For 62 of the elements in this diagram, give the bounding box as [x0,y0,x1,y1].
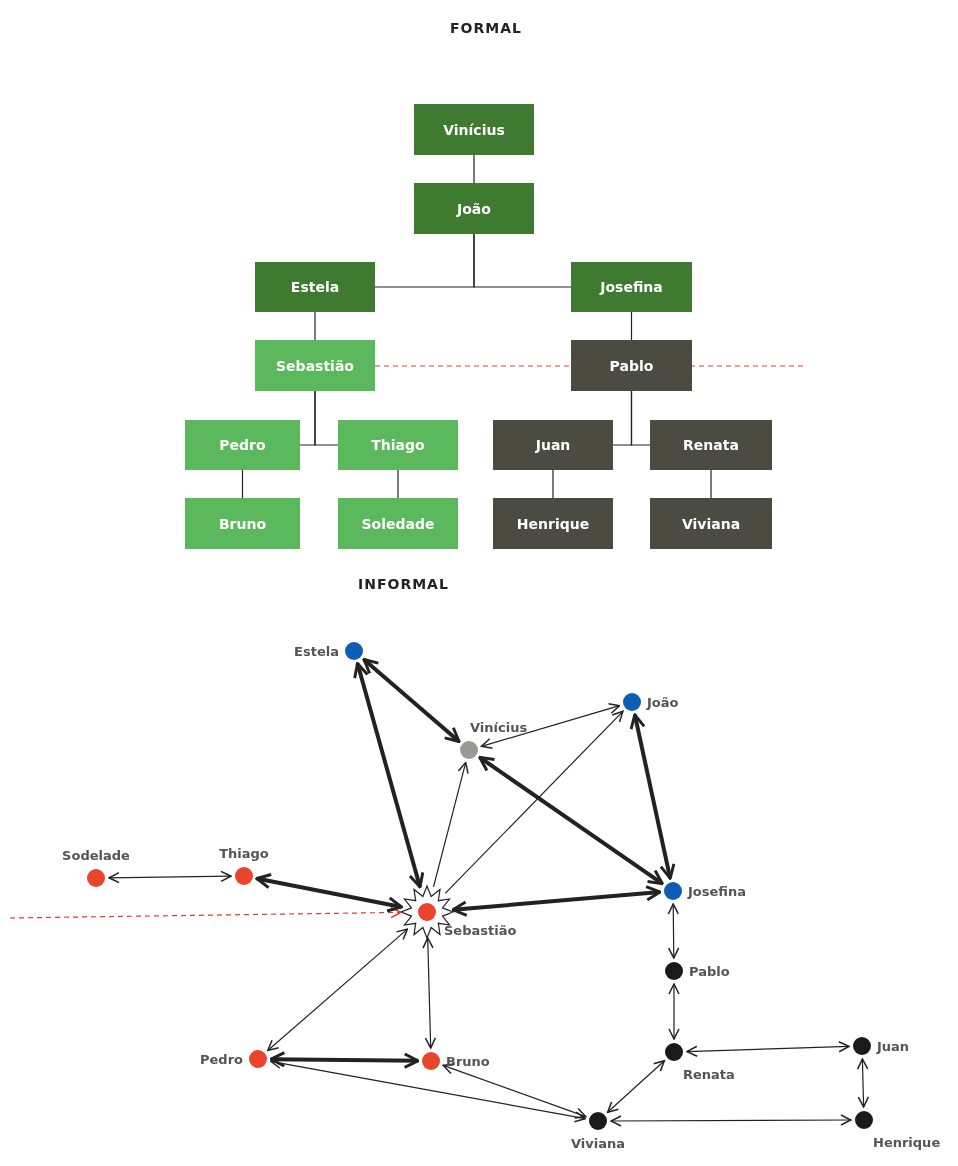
person-name: Sebastião [444,923,517,938]
arrow [432,761,469,888]
connector-line [630,311,633,341]
person-name: Viviana [571,1136,625,1151]
connector-line [710,469,712,499]
connector-line [241,469,244,499]
double-arrow [270,1057,586,1123]
connector-line [473,154,475,184]
person-name: Vinícius [470,720,528,735]
double-arrow [267,928,409,1052]
person-name: João [647,694,679,710]
double-arrow [667,903,680,959]
org-chart-box: Soledade [338,498,458,549]
org-chart-box: Henrique [493,498,613,549]
double-arrow [686,1040,850,1058]
double-arrow [451,885,662,917]
person-name: Henrique [873,1135,941,1150]
connector-line [630,390,651,446]
org-chart-box: Pablo [571,340,692,391]
double-arrow [422,937,437,1049]
person-name: Juan [877,1038,910,1054]
org-chart-box: Juan [493,420,613,470]
double-arrow [610,1114,852,1127]
double-arrow [108,870,232,884]
person-name: Josefina [688,883,746,899]
double-arrow [480,703,621,749]
org-chart-box: Renata [650,420,772,470]
org-chart-box: João [414,183,534,234]
connector-line [314,390,339,446]
double-arrow [668,983,680,1040]
dashed-arrow [9,906,402,919]
double-arrow [478,755,664,886]
arrow [444,710,624,894]
double-arrow [442,1063,587,1119]
person-name: Thiago [219,846,269,861]
connector-line [552,469,554,499]
org-chart-box: Josefina [571,262,692,312]
org-chart-box: Viviana [650,498,772,549]
double-arrow [606,1059,666,1114]
person-name: Renata [683,1067,735,1082]
org-chart-box: Thiago [338,420,458,470]
org-chart-box: Vinícius [414,104,534,155]
org-chart-box: Estela [255,262,375,312]
double-arrow [362,658,461,743]
person-name: Bruno [446,1053,490,1069]
org-chart-box: Pedro [185,420,300,470]
double-arrow [629,713,676,880]
org-chart-box: Sebastião [255,340,375,391]
person-name: Estela [294,643,339,659]
double-arrow [353,662,425,889]
person-name: Sodelade [62,848,130,863]
connector-line [397,469,399,499]
connector-line [473,233,572,288]
double-arrow [255,873,403,913]
org-chart-box: Bruno [185,498,300,549]
connector-line [314,311,316,341]
double-arrow [269,1051,420,1069]
person-name: Pedro [200,1051,243,1067]
double-arrow [856,1058,870,1108]
section-heading: FORMAL [450,20,522,36]
section-heading: INFORMAL [358,576,449,592]
person-name: Pablo [689,963,730,979]
